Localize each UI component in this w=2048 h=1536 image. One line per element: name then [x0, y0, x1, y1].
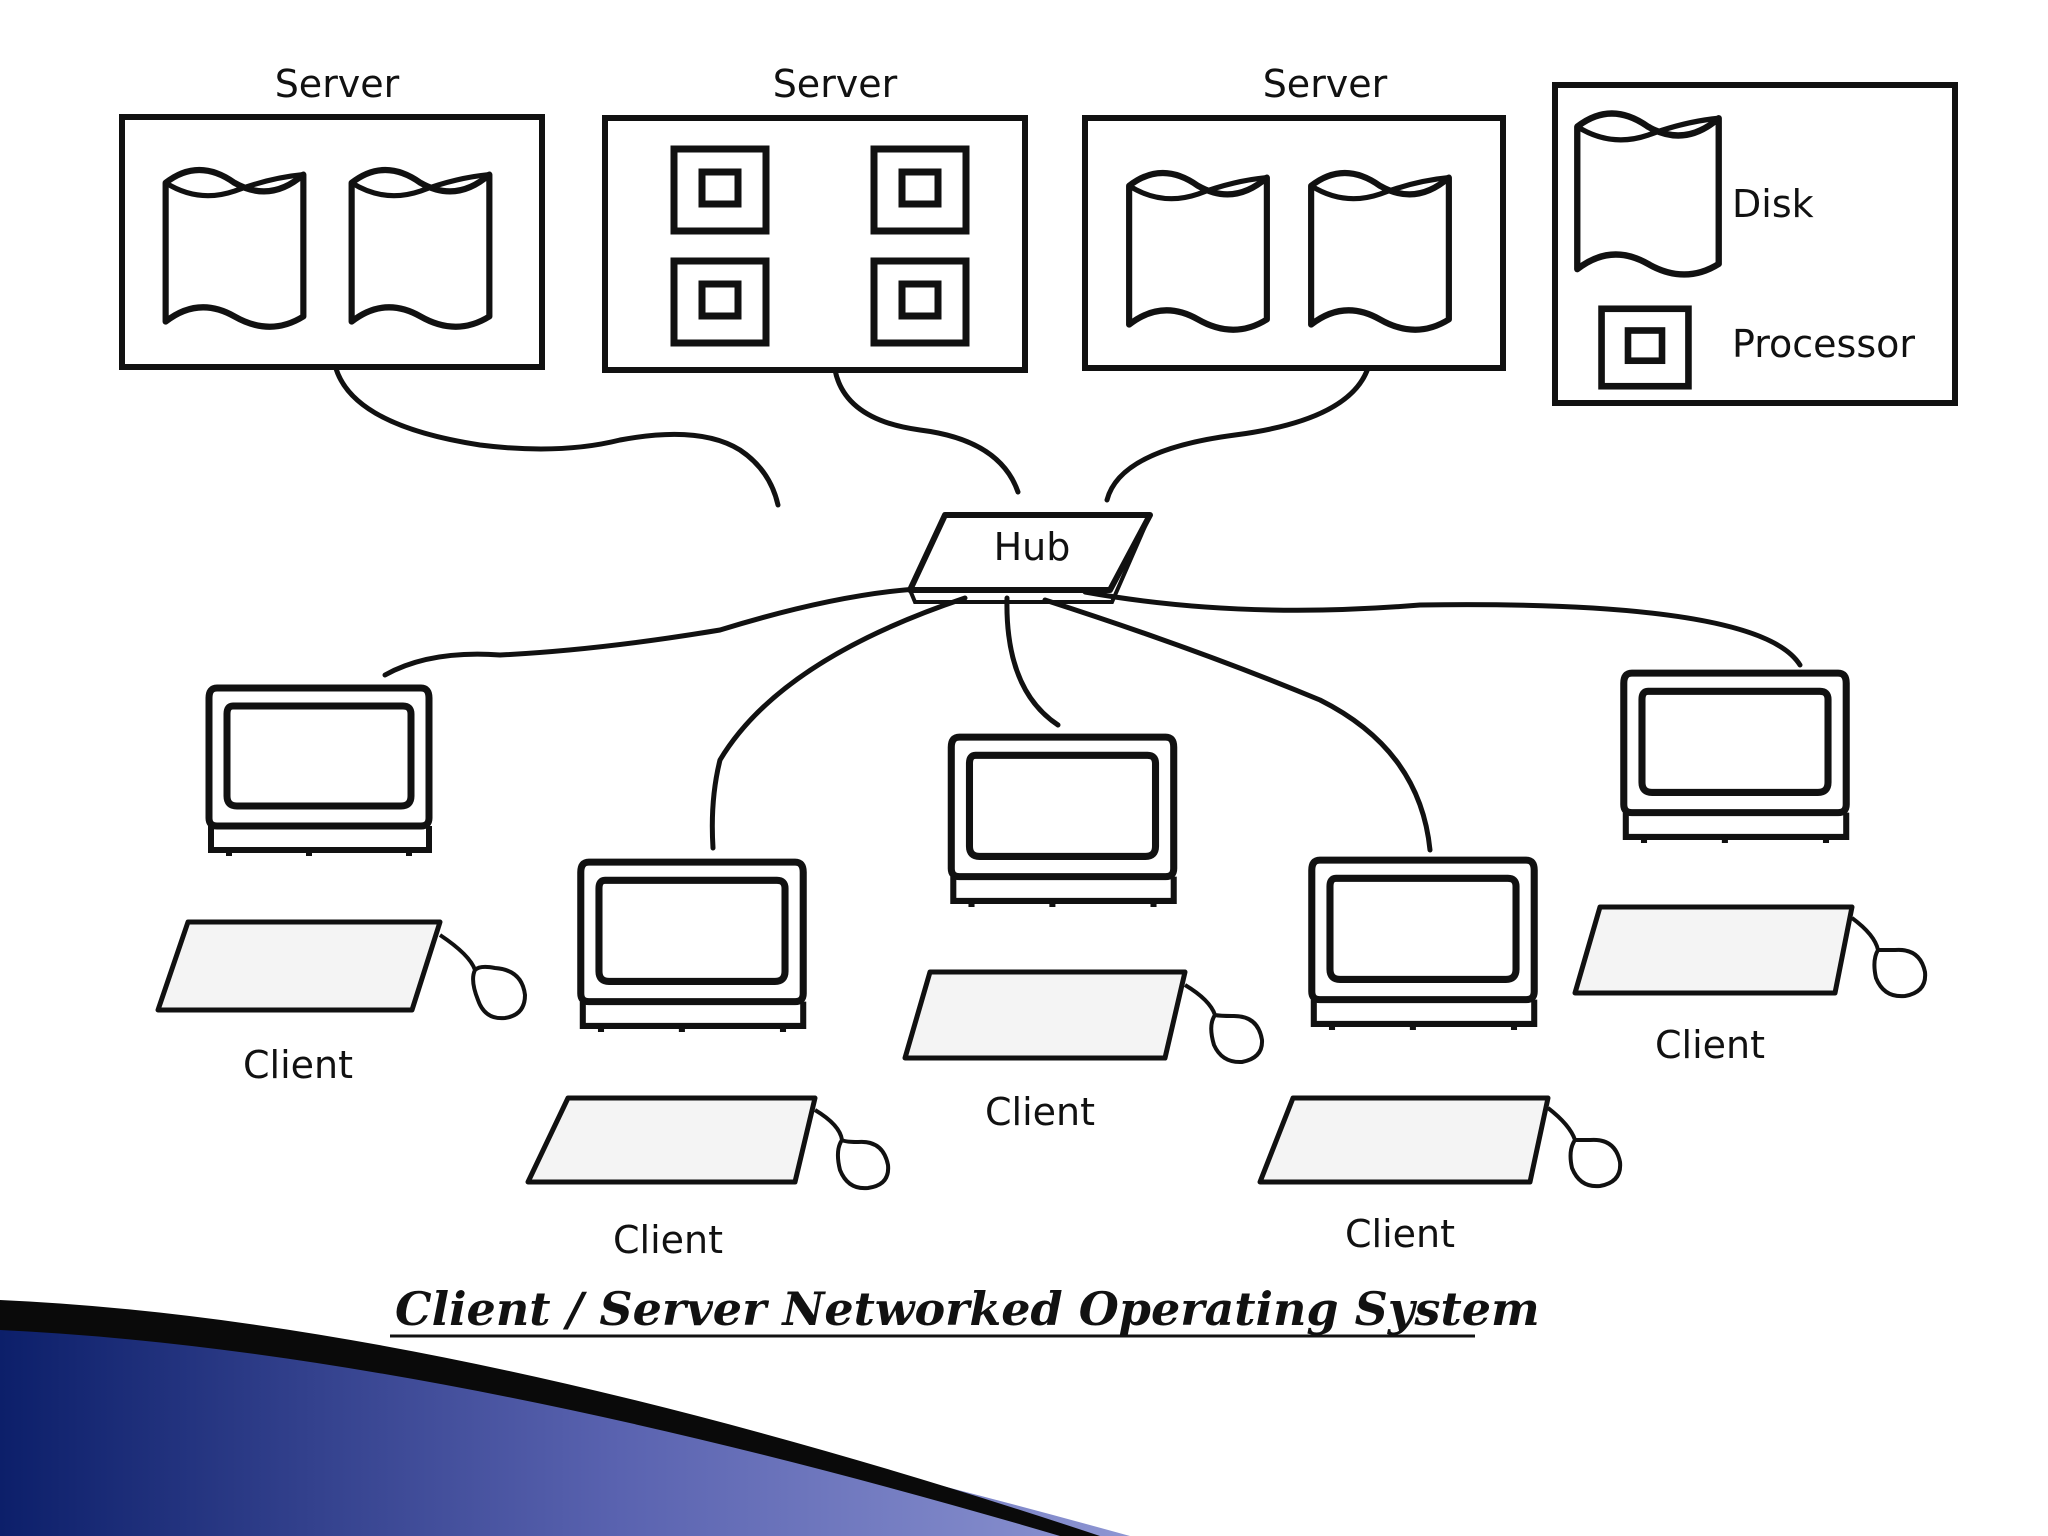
monitor-icon — [581, 862, 803, 1032]
client-label-5: Client — [1655, 1023, 1765, 1067]
disk-icon — [1311, 173, 1449, 330]
keyboard-icon — [155, 919, 443, 1013]
client-label-3: Client — [985, 1090, 1095, 1134]
client-1: Client — [155, 688, 528, 1087]
caption-text: Client / Server Networked Operating Syst… — [395, 1282, 1540, 1336]
server-group-3: Server — [1082, 62, 1506, 371]
mouse-icon — [1850, 916, 1928, 999]
diagram-caption: Client / Server Networked Operating Syst… — [390, 1282, 1540, 1338]
client-label-4: Client — [1345, 1212, 1455, 1256]
client-label-2: Client — [613, 1218, 723, 1262]
client-3: Client — [902, 737, 1265, 1134]
processor-icon — [674, 261, 766, 343]
hub: Hub — [907, 512, 1153, 604]
keyboard-icon — [1572, 904, 1855, 996]
monitor-icon — [951, 737, 1173, 907]
processor-icon — [674, 149, 766, 231]
server-label-3: Server — [1263, 62, 1388, 106]
disk-icon — [166, 170, 304, 327]
network-cables — [332, 362, 1803, 853]
processor-icon — [1602, 309, 1689, 386]
server-group-1: Server — [119, 62, 545, 370]
hub-shape — [907, 512, 1153, 593]
keyboard-icon — [902, 969, 1188, 1061]
disk-icon — [1577, 113, 1718, 274]
keyboard-icon — [1257, 1095, 1551, 1185]
legend: Disk Processor — [1552, 82, 1958, 406]
slide-accent-swoosh — [0, 1300, 1130, 1536]
hub-label: Hub — [994, 525, 1071, 569]
processor-icon — [874, 149, 966, 231]
monitor-icon — [1624, 673, 1846, 843]
client-2: Client — [525, 862, 891, 1262]
server-label-1: Server — [275, 62, 400, 106]
mouse-icon — [1546, 1106, 1623, 1189]
mouse-icon — [438, 933, 528, 1021]
server-group-2: Server — [602, 62, 1028, 373]
monitor-icon — [1312, 860, 1534, 1030]
mouse-icon — [813, 1108, 891, 1191]
disk-icon — [1129, 173, 1267, 330]
disk-icon — [352, 170, 490, 327]
keyboard-icon — [525, 1095, 818, 1185]
mouse-icon — [1183, 983, 1265, 1065]
monitor-icon — [209, 688, 429, 856]
processor-icon — [874, 261, 966, 343]
legend-disk-label: Disk — [1732, 182, 1814, 226]
server-label-2: Server — [773, 62, 898, 106]
legend-processor-label: Processor — [1732, 322, 1915, 366]
client-4: Client — [1257, 860, 1623, 1256]
client-label-1: Client — [243, 1043, 353, 1087]
client-5: Client — [1572, 673, 1928, 1067]
